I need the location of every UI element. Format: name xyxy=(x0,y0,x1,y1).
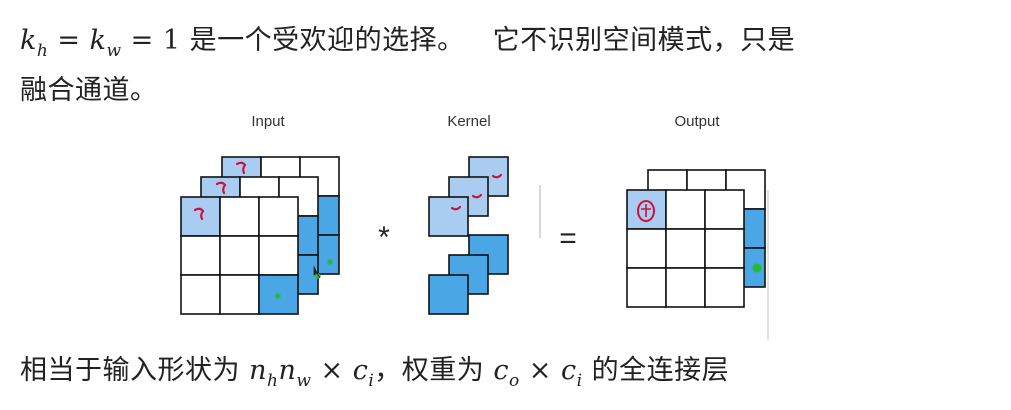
var-n: n xyxy=(249,355,267,386)
formula-nh-nw-times-ci: nhnw × ci xyxy=(249,355,374,391)
formula-co-times-ci: co × ci xyxy=(493,355,582,391)
var-c: c xyxy=(561,355,577,386)
times-sign: × xyxy=(311,355,353,386)
line2-text: 融合通道。 xyxy=(20,75,158,106)
annotation-green-mark xyxy=(327,259,333,265)
annotation-green-mark xyxy=(752,263,762,273)
times-sign: × xyxy=(519,355,562,386)
output-channel-1 xyxy=(626,189,745,308)
grid-cell xyxy=(665,228,706,269)
equals-sign: = xyxy=(121,25,163,56)
formula-line-1: kh = kw = 1 是一个受欢迎的选择。它不识别空间模式，只是 xyxy=(20,22,795,63)
kernel-label: Kernel xyxy=(447,113,490,130)
annotation-red-circle xyxy=(637,200,655,222)
grid-cell xyxy=(219,235,260,276)
subscript-o: o xyxy=(508,371,520,391)
annotation-red-mark xyxy=(193,207,205,221)
line1-text-b: 它不识别空间模式，只是 xyxy=(492,25,796,56)
var-c: c xyxy=(493,355,509,386)
annotation-red-mark xyxy=(215,181,227,195)
var-k: k xyxy=(89,25,107,56)
output-label: Output xyxy=(674,113,720,130)
convolution-operator: * xyxy=(378,221,390,254)
var-c: c xyxy=(352,355,369,386)
var-k: k xyxy=(20,25,37,56)
kernel-tensor xyxy=(428,156,509,315)
grid-cell xyxy=(258,196,299,237)
input-channel-1 xyxy=(180,196,299,315)
line3-text-a: 相当于输入形状为 xyxy=(20,355,250,386)
text-line-2: 融合通道。 xyxy=(20,72,158,110)
grid-cell xyxy=(219,274,260,315)
grid-cell xyxy=(180,274,221,315)
annotation-red-mark xyxy=(235,161,247,175)
line3-text-c: 的全连接层 xyxy=(582,355,730,386)
grid-cell xyxy=(180,235,221,276)
grid-cell xyxy=(704,228,745,269)
subscript-h: h xyxy=(36,41,49,61)
subscript-h: h xyxy=(266,371,279,391)
subscript-i: i xyxy=(576,371,583,391)
grid-cell xyxy=(219,196,260,237)
annotation-green-mark xyxy=(275,293,281,299)
cursor-pointer-icon xyxy=(313,266,321,279)
subscript-i: i xyxy=(368,371,375,391)
kernel-weight-bottom-3 xyxy=(428,274,469,315)
line3-text-b: ，权重为 xyxy=(374,355,494,386)
grid-cell xyxy=(665,267,706,308)
grid-cell xyxy=(626,228,667,269)
var-n: n xyxy=(278,355,297,386)
number-one: 1 xyxy=(162,25,181,56)
subscript-w: w xyxy=(106,41,122,61)
text-line-3: 相当于输入形状为 nhnw × ci，权重为 co × ci 的全连接层 xyxy=(20,352,729,393)
equals-sign: = xyxy=(48,25,90,56)
annotation-red-mark xyxy=(641,204,651,217)
annotation-red-mark xyxy=(471,193,483,199)
grid-cell xyxy=(258,235,299,276)
kernel-weight-top-3 xyxy=(428,196,469,237)
output-tensor xyxy=(626,169,766,308)
formula-kh-equals-kw-equals-1: kh = kw = 1 xyxy=(20,25,181,61)
input-label: Input xyxy=(251,113,285,130)
line1-text-a: 是一个受欢迎的选择。 xyxy=(180,25,465,56)
subscript-w: w xyxy=(296,371,312,391)
grid-cell xyxy=(665,189,706,230)
grid-cell xyxy=(626,267,667,308)
input-tensor xyxy=(180,156,340,315)
annotation-red-mark xyxy=(491,173,503,179)
grid-cell xyxy=(704,267,745,308)
annotation-red-mark xyxy=(450,205,462,211)
grid-cell xyxy=(704,189,745,230)
equals-operator: = xyxy=(559,222,577,255)
